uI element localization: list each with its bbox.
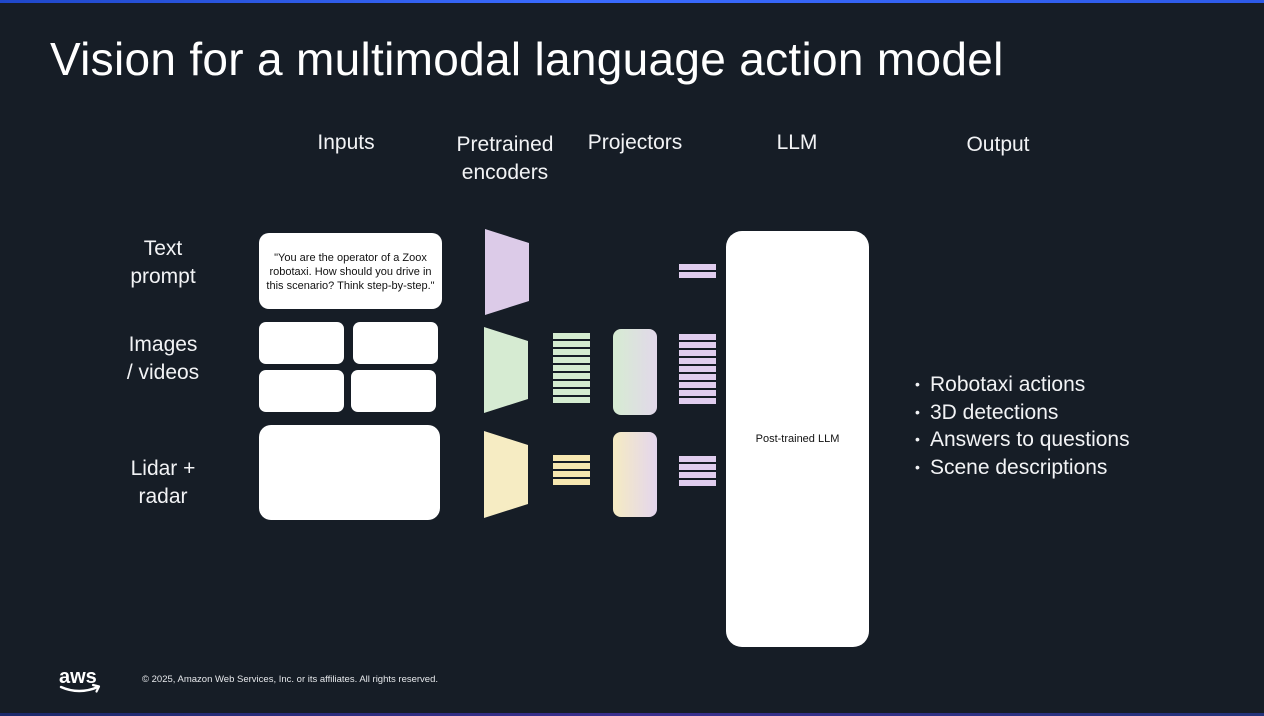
- lidar-projector: [613, 432, 657, 517]
- text-llm-tokens: [679, 264, 716, 278]
- lidar-encoder-tokens: [553, 455, 590, 485]
- lidar-encoder-trapezoid: [484, 431, 528, 518]
- text-encoder-trapezoid: [485, 229, 529, 315]
- output-item: Robotaxi actions: [912, 371, 1160, 399]
- post-trained-llm-block: [726, 231, 869, 647]
- row-label-images-line2: / videos: [126, 361, 200, 384]
- image-projector: [613, 329, 657, 415]
- row-label-images-line1: Images: [128, 333, 198, 356]
- column-header-encoders-line1: Pretrained: [456, 133, 554, 156]
- image-encoder-trapezoid: [484, 327, 528, 413]
- row-label-lidar-line1: Lidar +: [130, 457, 196, 480]
- image-encoder-tokens: [553, 333, 590, 403]
- lidar-llm-tokens: [679, 456, 716, 486]
- row-label-lidar-line2: radar: [138, 485, 188, 508]
- text-prompt-box: "You are the operator of a Zoox robotaxi…: [259, 233, 442, 309]
- top-accent-bar: [0, 0, 1264, 3]
- output-item: 3D detections: [912, 399, 1160, 427]
- image-input-2: [353, 322, 438, 364]
- column-header-encoders-line2: encoders: [461, 161, 549, 184]
- column-header-output: Output: [966, 133, 1030, 156]
- row-label-text-line1: Text: [143, 237, 183, 260]
- image-input-1: [259, 322, 344, 364]
- output-list: Robotaxi actions 3D detections Answers t…: [912, 371, 1160, 481]
- output-item: Answers to questions: [912, 426, 1160, 454]
- bottom-accent-bar: [0, 713, 1264, 716]
- aws-logo-icon: aws: [59, 666, 101, 693]
- column-header-llm: LLM: [776, 131, 818, 154]
- image-llm-tokens: [679, 334, 716, 404]
- image-input-4: [351, 370, 436, 412]
- llm-label: Post-trained LLM: [755, 433, 840, 445]
- column-header-inputs: Inputs: [317, 131, 375, 154]
- image-input-3: [259, 370, 344, 412]
- aws-logo-text: aws: [59, 666, 97, 688]
- lidar-radar-input: [259, 425, 440, 520]
- column-header-projectors: Projectors: [587, 131, 683, 154]
- copyright-notice: © 2025, Amazon Web Services, Inc. or its…: [142, 674, 439, 685]
- output-item: Scene descriptions: [912, 454, 1160, 482]
- slide-title: Vision for a multimodal language action …: [50, 33, 1004, 85]
- row-label-text-line2: prompt: [130, 265, 196, 288]
